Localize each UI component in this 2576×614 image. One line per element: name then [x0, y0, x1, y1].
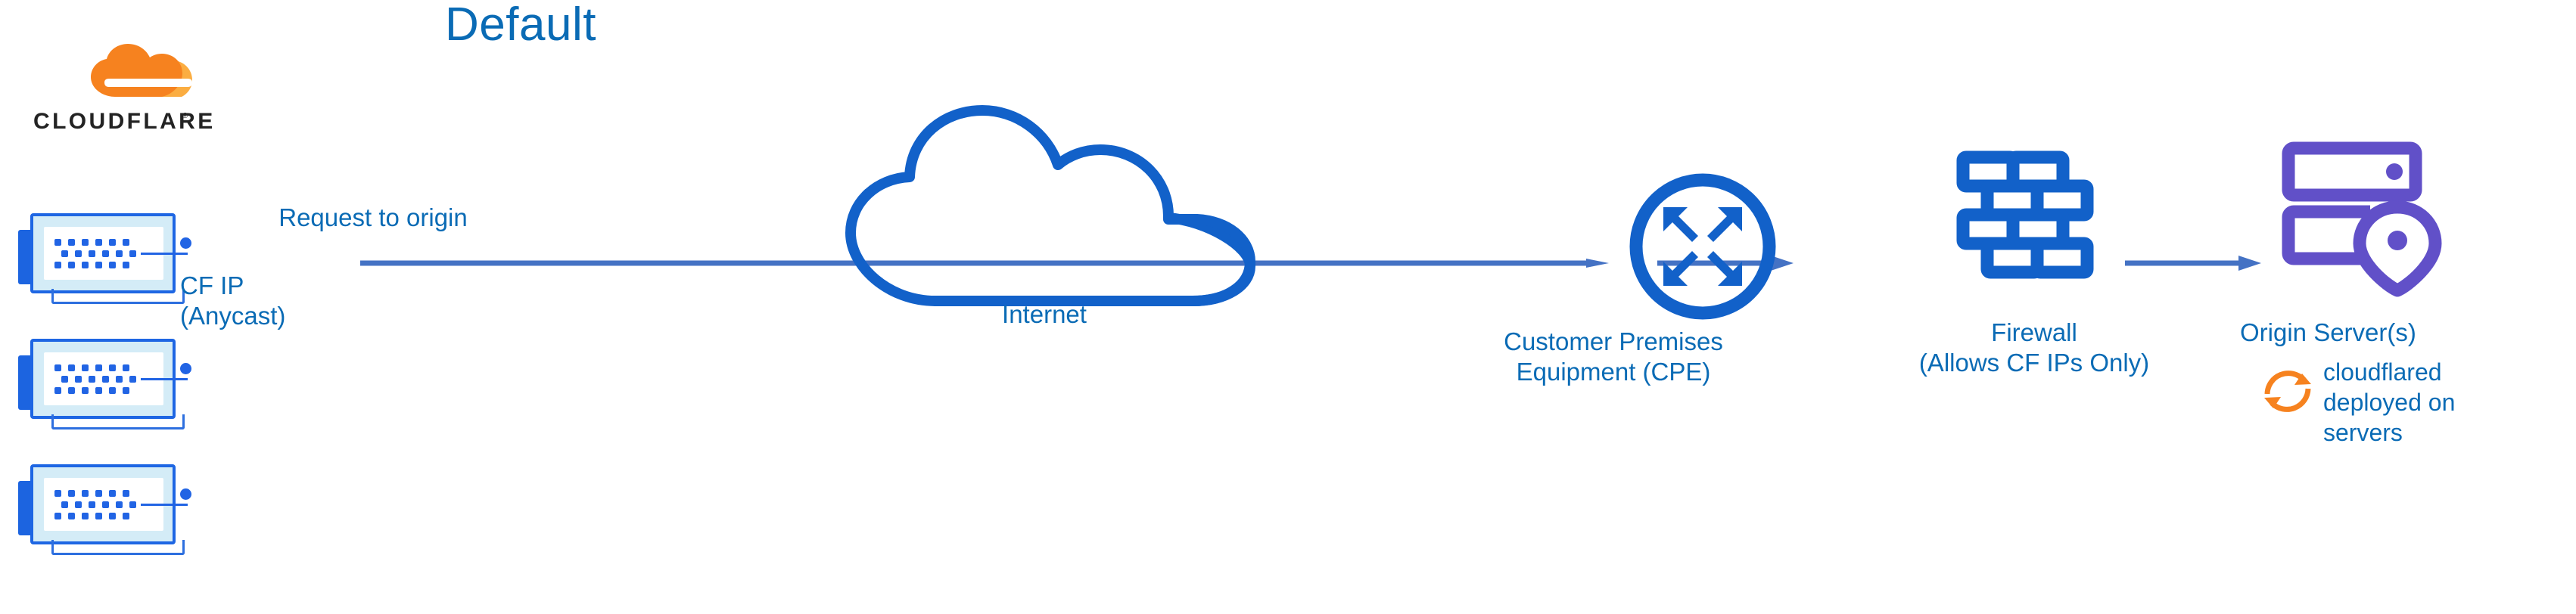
connector-edge-to-cpe — [360, 259, 1609, 268]
cloudflared-line3: servers — [2323, 419, 2403, 446]
server-rack-icon — [18, 339, 191, 429]
firewall-label: Firewall (Allows CF IPs Only) — [1853, 318, 2216, 378]
router-arrows-icon — [1629, 172, 1777, 321]
sync-arrows-icon — [2258, 361, 2317, 420]
origin-server-label: Origin Server(s) — [2240, 318, 2416, 346]
rack-slider — [141, 504, 188, 506]
cpe-label-line1: Customer Premises — [1504, 327, 1723, 355]
rack-body — [30, 464, 191, 544]
cloudflare-cloud-icon — [88, 44, 194, 100]
rack-vent-dots — [54, 364, 136, 398]
cloudflare-wordmark: CLOUDFLARE ® — [33, 106, 213, 136]
server-rack-icon — [18, 213, 191, 304]
connector-firewall-to-origin — [2125, 250, 2261, 277]
cf-ip-line2: (Anycast) — [180, 302, 286, 330]
rack-panel — [44, 227, 188, 280]
cloudflared-line1: cloudflared — [2323, 358, 2442, 386]
server-rack-icon — [18, 464, 191, 555]
svg-text:®: ® — [182, 112, 188, 120]
rack-shelf — [51, 289, 185, 304]
page-title: Default — [445, 0, 596, 51]
rack-shelf — [51, 414, 185, 429]
cpe-label: Customer Premises Equipment (CPE) — [1447, 327, 1780, 387]
rack-shelf — [51, 540, 185, 555]
rack-body — [30, 339, 191, 419]
rack-slider — [141, 253, 188, 255]
brick-wall-icon — [1955, 150, 2107, 305]
cloudflare-logo: CLOUDFLARE ® — [33, 39, 213, 221]
cf-ip-line1: CF IP — [180, 271, 244, 299]
rack-panel — [44, 478, 188, 531]
request-to-origin-label: Request to origin — [278, 203, 468, 231]
rack-panel — [44, 352, 188, 405]
rack-status-led — [180, 237, 191, 249]
rack-status-led — [180, 363, 191, 374]
rack-status-led — [180, 488, 191, 500]
rack-vent-dots — [54, 239, 136, 272]
svg-text:CLOUDFLARE: CLOUDFLARE — [33, 109, 216, 134]
internet-label: Internet — [1002, 300, 1087, 328]
cloudflared-annotation: cloudflared deployed on servers — [2323, 357, 2512, 448]
cf-ip-anycast-label: CF IP (Anycast) — [180, 271, 407, 331]
cloudflared-line2: deployed on — [2323, 389, 2456, 416]
rack-body — [30, 213, 191, 293]
firewall-label-line1: Firewall — [1991, 318, 2077, 346]
rack-vent-dots — [54, 490, 136, 523]
cpe-label-line2: Equipment (CPE) — [1516, 358, 1711, 386]
rack-slider — [141, 378, 188, 380]
server-location-pin-icon — [2281, 141, 2444, 297]
cloud-outline-icon — [838, 105, 1262, 310]
firewall-label-line2: (Allows CF IPs Only) — [1918, 349, 2150, 377]
